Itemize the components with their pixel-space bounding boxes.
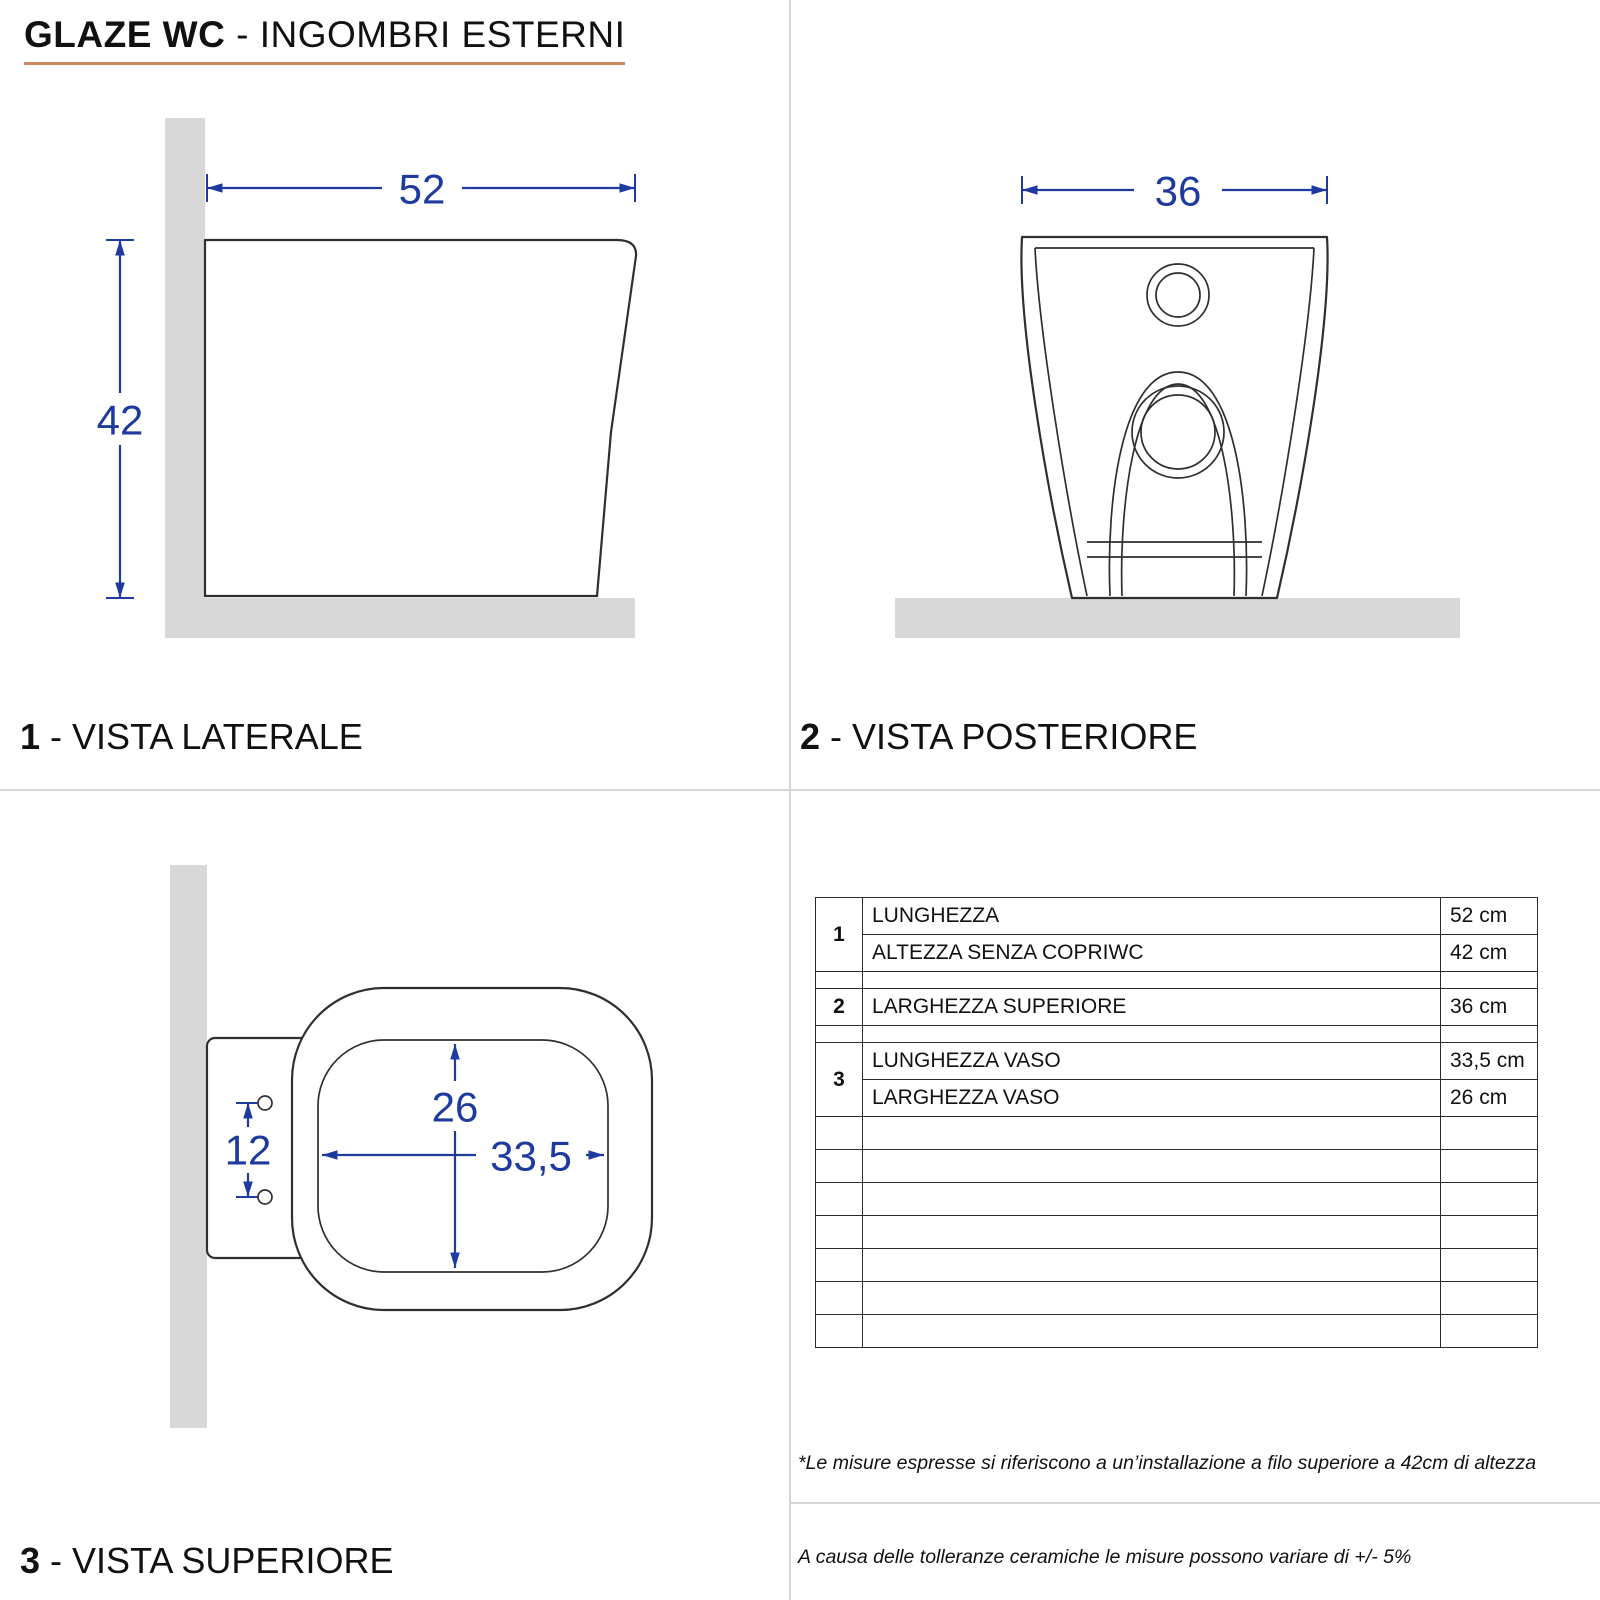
- row-value: 52 cm: [1440, 897, 1538, 935]
- drain-hole-outer: [1131, 385, 1225, 479]
- fixing-hole-top: [257, 1095, 273, 1111]
- trapway-arch-outer: [1108, 371, 1248, 597]
- table-row: ALTEZZA SENZA COPRIWC 42 cm: [816, 934, 1538, 972]
- rear-view-label: 2 - VISTA POSTERIORE: [800, 716, 1197, 758]
- row-value: 42 cm: [1440, 934, 1538, 972]
- table-empty-row: [815, 1116, 1538, 1150]
- dimension-length: 52: [206, 164, 636, 213]
- rear-view-text: - VISTA POSTERIORE: [830, 716, 1198, 757]
- dimension-bowl-width-value: 26: [432, 1084, 479, 1131]
- table-empty-row: [815, 1314, 1538, 1348]
- dimension-length-value: 52: [399, 166, 446, 213]
- trapway-arch-inner: [1120, 383, 1236, 597]
- table-empty-row: [815, 1215, 1538, 1249]
- table-empty-row: [815, 1248, 1538, 1282]
- horizontal-divider: [0, 789, 1600, 791]
- table-row: 1 LUNGHEZZA 52 cm: [815, 897, 1538, 972]
- note-tolerance: A causa delle tolleranze ceramiche le mi…: [798, 1546, 1412, 1568]
- title-underline: [24, 62, 625, 65]
- side-view-number: 1: [20, 716, 41, 757]
- toilet-rear-details: [1034, 247, 1315, 597]
- table-spacer-row: [815, 971, 1538, 989]
- row-label: LUNGHEZZA: [862, 897, 1441, 935]
- page-title-subtitle: - INGOMBRI ESTERNI: [236, 14, 626, 55]
- measurements-table: 1 LUNGHEZZA 52 cm ALTEZZA SENZA COPRIWC …: [815, 897, 1538, 1348]
- table-empty-row: [815, 1149, 1538, 1183]
- dimension-height: 42: [90, 239, 150, 599]
- row-group-number: 2: [815, 988, 863, 1026]
- table-empty-row: [815, 1182, 1538, 1216]
- dimension-height-value: 42: [97, 397, 144, 444]
- row-group-number: 3: [815, 1042, 863, 1117]
- vertical-divider: [789, 0, 791, 1600]
- base-band: [1087, 541, 1262, 558]
- row-value: 36 cm: [1440, 988, 1538, 1026]
- row-value: 33,5 cm: [1440, 1042, 1538, 1080]
- seat-outline: [290, 986, 654, 1312]
- row-label: LARGHEZZA VASO: [862, 1079, 1441, 1117]
- row-label: ALTEZZA SENZA COPRIWC: [862, 934, 1441, 972]
- dimension-holes-distance: 12: [220, 1102, 276, 1198]
- side-view-label: 1 - VISTA LATERALE: [20, 716, 363, 758]
- top-view-number: 3: [20, 1540, 41, 1581]
- drain-hole-inner: [1140, 394, 1216, 470]
- table-row: 2 LARGHEZZA SUPERIORE 36 cm: [815, 988, 1538, 1026]
- floor: [895, 598, 1460, 638]
- row-label: LARGHEZZA SUPERIORE: [862, 988, 1441, 1026]
- inlet-hole-inner: [1155, 272, 1201, 318]
- top-view-drawing: 26 33,5 12: [170, 865, 654, 1428]
- rear-view-drawing: 36: [895, 166, 1460, 638]
- wall: [170, 865, 207, 1428]
- page-title: GLAZE WC - INGOMBRI ESTERNI: [24, 14, 625, 56]
- inlet-hole-outer: [1146, 263, 1210, 327]
- toilet-rear-outline: [1020, 235, 1329, 600]
- wall: [165, 118, 205, 598]
- floor: [165, 598, 635, 638]
- toilet-side-outline: [203, 238, 638, 598]
- table-spacer-row: [815, 1025, 1538, 1043]
- row-label: LUNGHEZZA VASO: [862, 1042, 1441, 1080]
- dimension-bowl-length-value: 33,5: [490, 1133, 572, 1180]
- top-view-label: 3 - VISTA SUPERIORE: [20, 1540, 393, 1582]
- notes-divider: [790, 1502, 1600, 1504]
- rear-view-number: 2: [800, 716, 821, 757]
- table-empty-row: [815, 1281, 1538, 1315]
- row-group-number: 1: [815, 897, 863, 972]
- row-value: 26 cm: [1440, 1079, 1538, 1117]
- top-view-text: - VISTA SUPERIORE: [50, 1540, 394, 1581]
- dimension-top-width: 36: [1021, 166, 1328, 215]
- note-installation: *Le misure espresse si riferiscono a un’…: [798, 1452, 1537, 1474]
- side-view-drawing: 52 42: [90, 118, 638, 638]
- table-row: LARGHEZZA VASO 26 cm: [816, 1079, 1538, 1117]
- fixing-hole-bottom: [257, 1189, 273, 1205]
- measurements-table-body: 1 LUNGHEZZA 52 cm ALTEZZA SENZA COPRIWC …: [815, 897, 1538, 1348]
- dimension-top-width-value: 36: [1155, 168, 1202, 215]
- page-title-product: GLAZE WC: [24, 14, 226, 55]
- side-view-text: - VISTA LATERALE: [50, 716, 363, 757]
- dimension-holes-distance-value: 12: [225, 1127, 272, 1174]
- table-row: 3 LUNGHEZZA VASO 33,5 cm: [815, 1042, 1538, 1117]
- bowl-rim: [317, 1039, 609, 1273]
- dimension-bowl-length: 33,5: [322, 1131, 604, 1180]
